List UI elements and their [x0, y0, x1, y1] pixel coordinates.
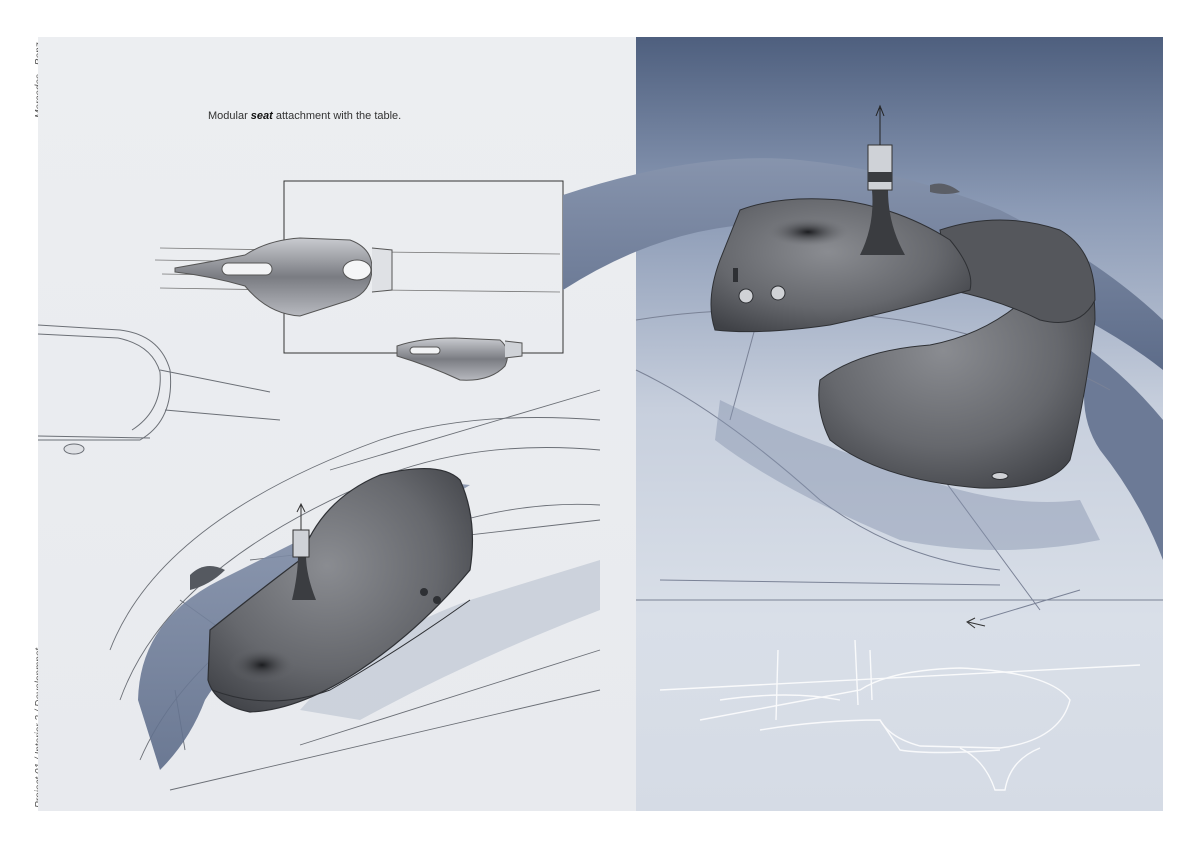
left-arrow-head [296, 502, 306, 513]
detail-small-slot [409, 346, 441, 355]
detail-sketch [154, 180, 564, 381]
right-dimension-arrow [967, 621, 986, 627]
detail-bar-body [174, 237, 373, 317]
left-pillar [292, 555, 316, 600]
caption-text-end: attachment with the table. [272, 110, 402, 122]
right-band-end [1084, 350, 1163, 560]
detail-socket [342, 259, 372, 281]
left-knob-1 [420, 588, 428, 596]
detail-rail [371, 247, 393, 293]
right-render [563, 104, 1163, 791]
right-pin [733, 268, 738, 282]
right-pillar-cap [867, 144, 893, 191]
detail-slot [221, 262, 273, 276]
right-blue-band [563, 158, 1163, 370]
right-pillar [860, 190, 905, 255]
detail-small-part [396, 337, 509, 381]
left-perspective-sketch [109, 389, 601, 791]
right-small-latch [930, 183, 960, 194]
left-seat-edge [211, 599, 471, 702]
right-table-hole [768, 218, 848, 246]
right-dimension-arrow-head [966, 617, 976, 629]
left-small-latch [190, 566, 225, 590]
right-knob-2 [770, 285, 786, 301]
caption-emphasis: seat [250, 110, 273, 122]
left-seat-shadow [300, 560, 600, 720]
right-seat-back [939, 219, 1096, 323]
right-seat-knob [991, 472, 1009, 480]
left-knob-2 [433, 596, 441, 604]
right-seat-cushion [818, 258, 1096, 489]
caption: Modular seat attachment with the table. [208, 110, 401, 122]
left-pillar-cap [292, 529, 310, 558]
right-arrow-head [875, 104, 885, 117]
left-seat-hole [228, 647, 296, 683]
right-white-light-sketch [659, 639, 1141, 791]
detail-small-rail [504, 340, 523, 359]
left-seat-outline [37, 324, 281, 455]
caption-text-start: Modular [208, 110, 251, 122]
right-pillar-ring [868, 172, 892, 182]
right-knob-1 [738, 288, 754, 304]
